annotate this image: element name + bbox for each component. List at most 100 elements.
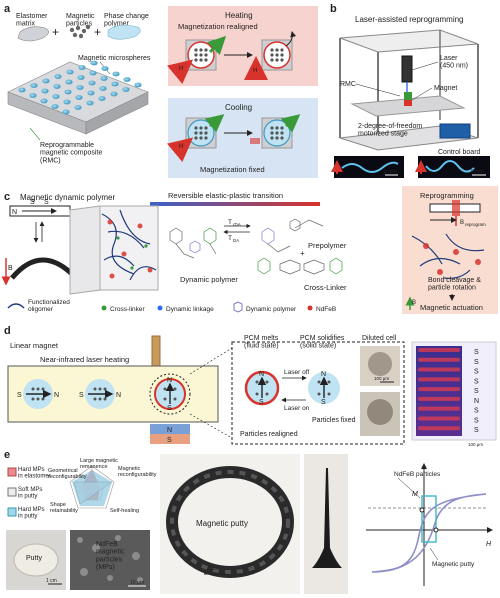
stripe-label: S <box>474 359 479 366</box>
bent-strip <box>10 257 78 280</box>
polymer-network-box <box>69 205 159 295</box>
stripe-label: S <box>474 408 479 415</box>
label-dynamic-polymer: Dynamic polymer <box>180 275 238 284</box>
svg-text:S: S <box>30 199 35 206</box>
label-laser-off: Laser off <box>284 369 309 376</box>
label-ndfeb-particles: NdFeB particles <box>394 471 441 478</box>
ndfeb-micrograph <box>70 530 150 590</box>
microsphere <box>112 71 120 77</box>
hysteresis-plot <box>366 463 493 586</box>
svg-text:S: S <box>167 437 172 444</box>
microsphere <box>77 75 85 80</box>
svg-text:S: S <box>79 392 84 399</box>
stripe <box>418 416 460 421</box>
scale-10um: 10 μm <box>130 580 144 586</box>
microsphere <box>62 109 70 115</box>
stripe <box>418 377 460 382</box>
svg-text:Dynamic polymer: Dynamic polymer <box>246 306 297 313</box>
stripe-label: S <box>474 417 479 424</box>
svg-text:N: N <box>321 371 326 378</box>
particles-icon <box>69 24 91 39</box>
microsphere <box>134 82 142 88</box>
microsphere <box>111 81 119 87</box>
label-rmc-b: RMC <box>340 81 356 88</box>
stripe <box>418 396 460 401</box>
radar-axis-3: Self-healing <box>110 508 139 514</box>
stripe <box>418 426 460 431</box>
microsphere <box>42 78 50 84</box>
svg-text:reprogram: reprogram <box>465 222 486 227</box>
svg-text:N: N <box>259 371 264 378</box>
microsphere <box>40 98 48 104</box>
reprogram-laser <box>429 200 481 226</box>
svg-text:N: N <box>116 392 121 399</box>
label-laser-on: Laser on <box>284 405 310 412</box>
microsphere <box>89 70 97 76</box>
label-pcm-melts: PCM melts(fluid state) <box>244 335 279 350</box>
microsphere <box>18 87 26 93</box>
actuation-photo-2: 5 mm <box>415 156 490 178</box>
svg-text:T: T <box>228 235 232 242</box>
label-diluted: Diluted cell <box>362 335 397 342</box>
scale-1cm-photo: 1 cm <box>208 566 220 572</box>
sphere-d-1: S N <box>17 379 59 409</box>
radar-chart <box>69 465 115 509</box>
microsphere <box>78 65 86 70</box>
stripe <box>418 406 460 411</box>
microsphere <box>101 66 109 71</box>
rmc-slab <box>7 60 149 135</box>
stripe <box>418 348 460 352</box>
microsphere <box>98 96 106 101</box>
svg-text:B: B <box>460 220 464 226</box>
svg-text:B: B <box>8 265 13 272</box>
scale-1cm-putty: 1 cm <box>46 578 57 584</box>
panel-a-letter: a <box>4 3 11 15</box>
microsphere <box>41 88 49 94</box>
zoom-box <box>231 341 405 445</box>
diluted-photos <box>360 346 400 436</box>
scale-100um-small: 100 μm <box>374 376 389 381</box>
sphere-d-2: S N <box>79 379 121 409</box>
heating-caption: Magnetization realigned <box>178 22 258 31</box>
label-magnet: Magnet <box>434 85 457 92</box>
label-fixed: Particles fixed <box>312 417 356 424</box>
heating-cube-1: H <box>166 35 227 85</box>
microsphere <box>123 77 131 82</box>
label-transition: Reversible elastic-plastic transition <box>168 191 283 200</box>
laser-probe <box>151 335 161 369</box>
svg-text:H: H <box>179 66 183 72</box>
stripe-label: N <box>474 398 479 405</box>
sphere-solid: N S <box>308 371 340 406</box>
svg-text:T: T <box>228 219 232 226</box>
stripe-label: S <box>474 388 479 395</box>
axis-m: M <box>412 491 418 498</box>
elastomer-shape <box>17 26 49 42</box>
svg-text:S: S <box>17 392 22 399</box>
microsphere <box>76 85 84 90</box>
microsphere <box>88 80 96 86</box>
svg-text:Dynamic linkage: Dynamic linkage <box>166 306 214 313</box>
stripe <box>418 357 460 362</box>
svg-text:S: S <box>44 199 49 206</box>
microsphere <box>122 87 130 92</box>
label-magnetic-actuation: Magnetic actuation <box>420 303 483 312</box>
microsphere <box>53 84 61 89</box>
tower-photo <box>304 454 348 594</box>
microsphere <box>51 104 59 109</box>
chemistry-scheme <box>169 218 343 275</box>
putty-photo <box>6 530 66 590</box>
microsphere <box>30 83 38 88</box>
svg-text:N: N <box>54 392 59 399</box>
label-reprogramming: Reprogramming <box>420 191 474 200</box>
cooling-cube-1: H <box>166 114 225 163</box>
plus-1: + <box>52 25 59 39</box>
